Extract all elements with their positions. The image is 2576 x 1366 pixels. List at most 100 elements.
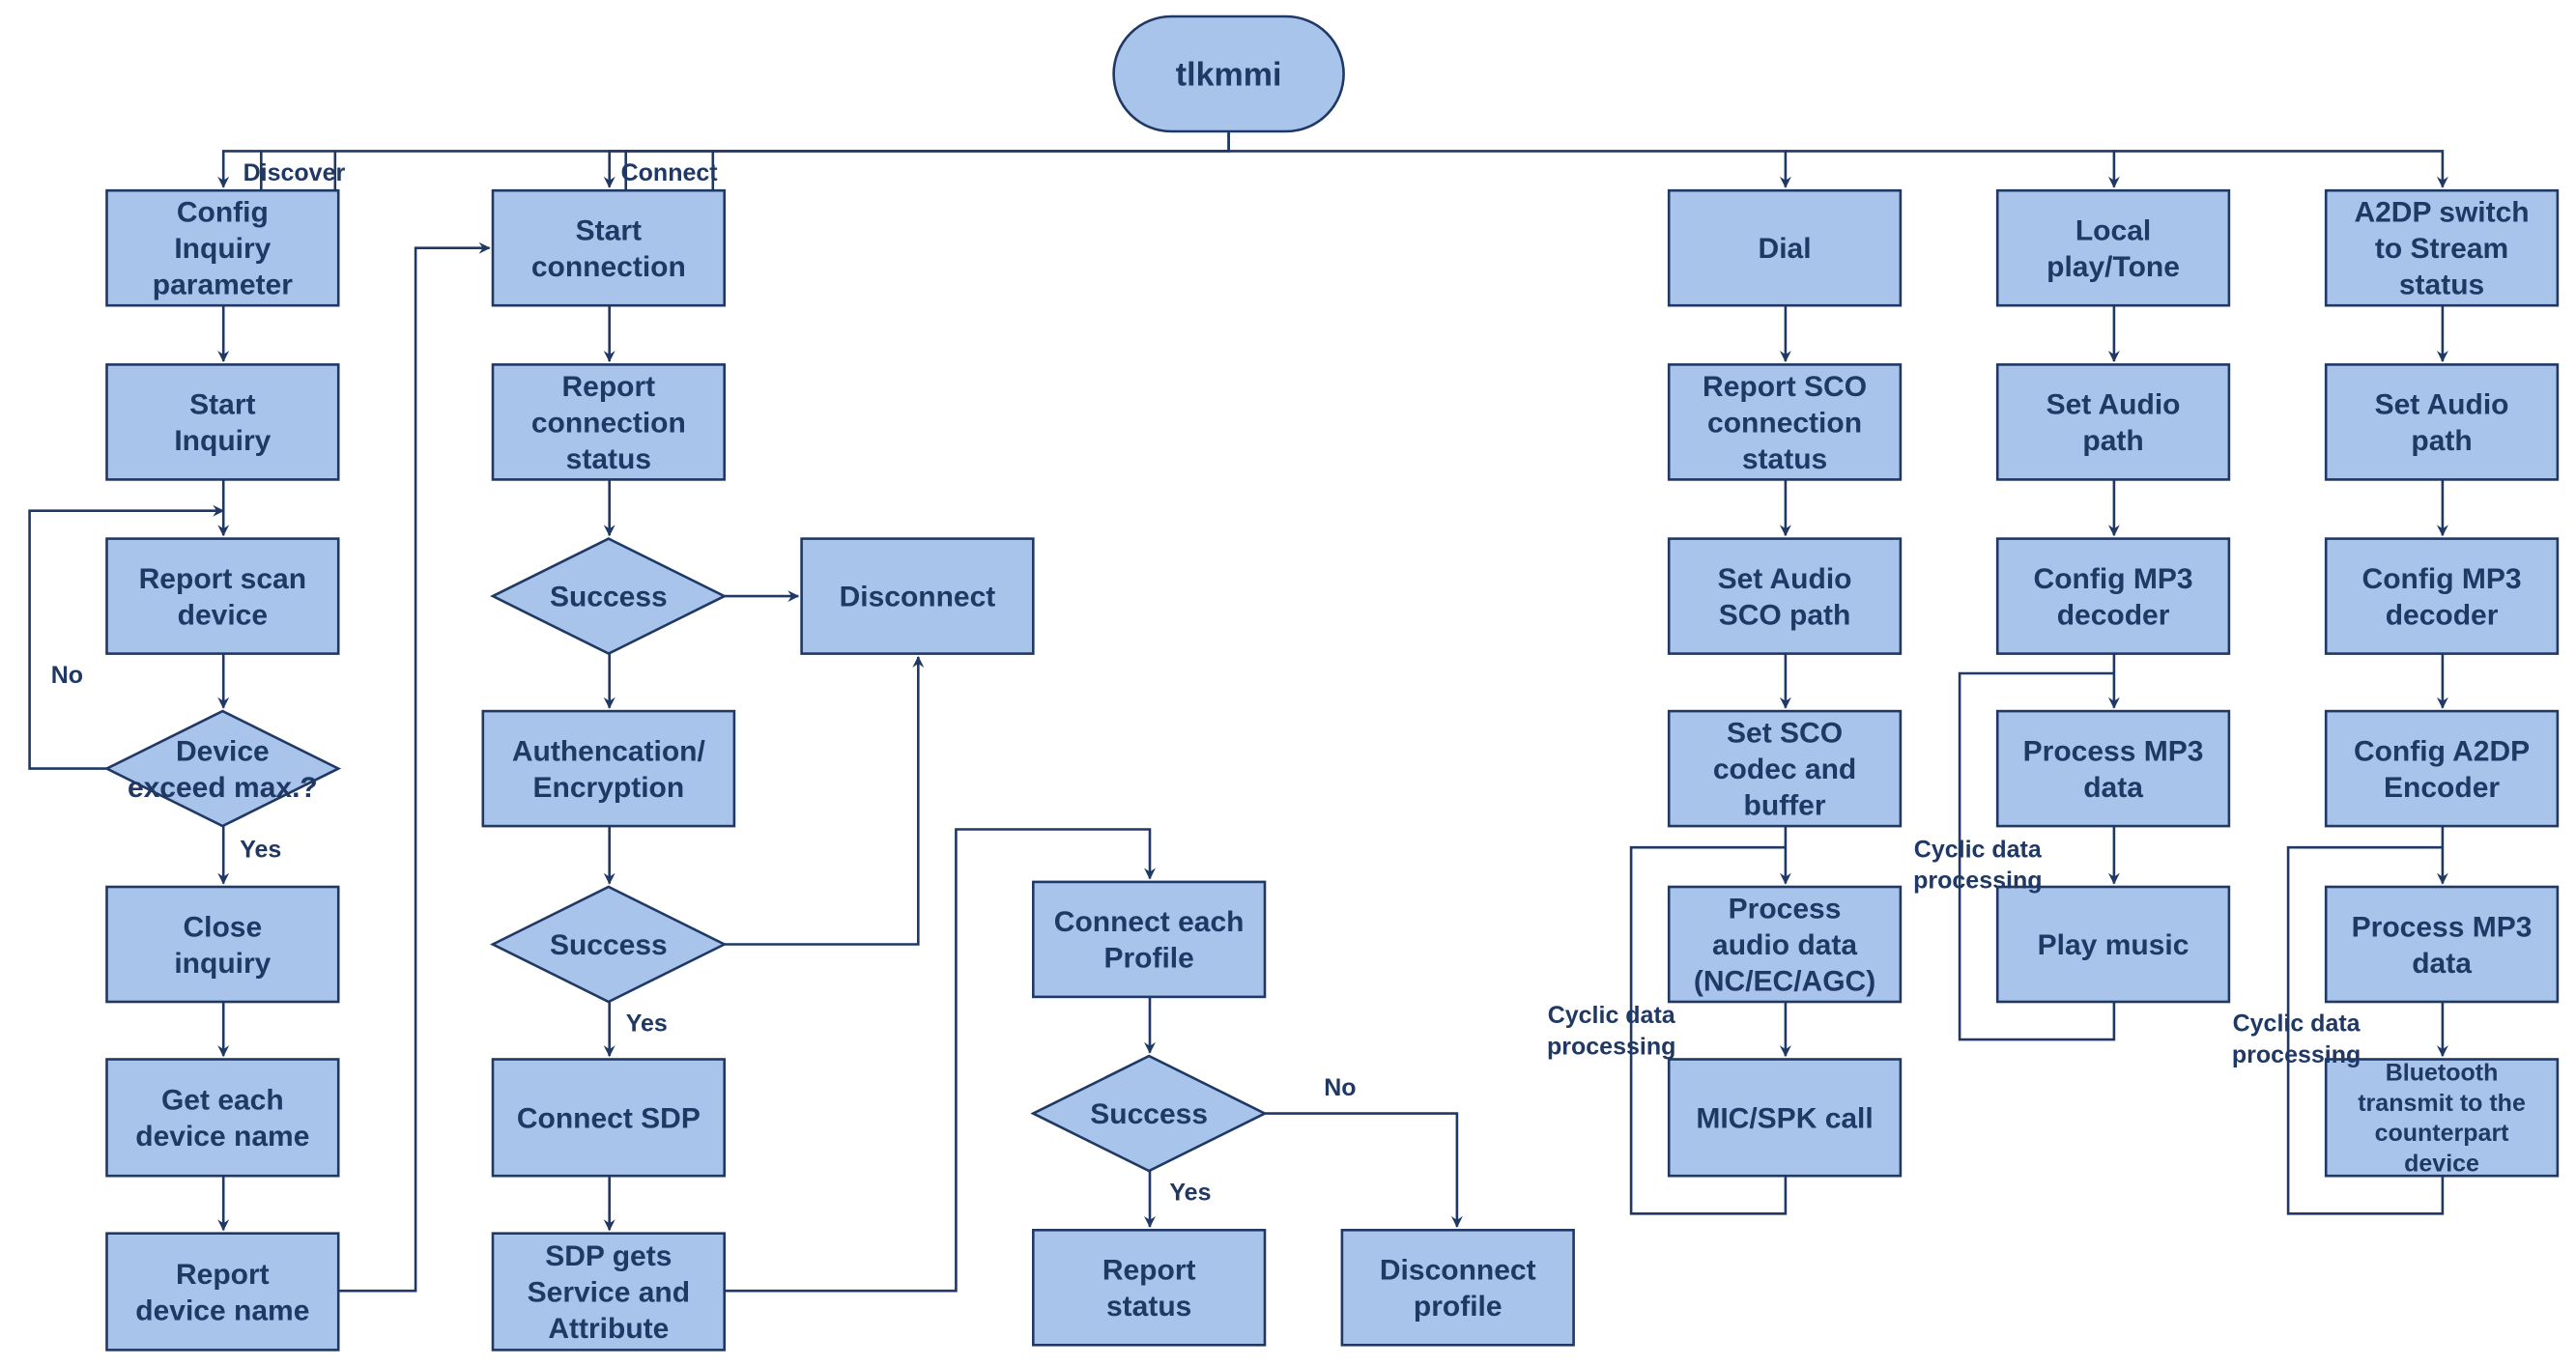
node-shape [105, 1232, 340, 1352]
node-shape [2324, 885, 2560, 1004]
node-root: tlkmmi [1112, 14, 1345, 133]
node-shape [105, 885, 340, 1004]
edge-root-dial [1227, 131, 1791, 188]
edge-label-no1: No [51, 662, 83, 689]
edge-label-connect: Connect [621, 159, 719, 186]
edge-success3-disc [1265, 1112, 1463, 1228]
node-shape [1995, 188, 2231, 307]
node-mic-spk: MIC/SPK call [1667, 1058, 1903, 1178]
node-shape [1340, 1229, 1575, 1347]
node-shape [491, 188, 726, 307]
edge-reportname-startconn [338, 242, 491, 1293]
edge-dial-cycle [1629, 845, 1788, 1215]
edge-root-connect [603, 150, 1229, 188]
node-shape [1667, 885, 1903, 1004]
edge-success2-disconnect [724, 656, 925, 946]
node-label: Success [550, 582, 668, 613]
node-shape [1667, 709, 1903, 828]
node-shape [1112, 14, 1345, 133]
node-shape [490, 537, 728, 656]
node-label: tlkmmi [1176, 56, 1282, 93]
node-label: Success [1090, 1098, 1208, 1130]
node-auth: Authencation/Encryption [481, 709, 736, 828]
node-shape [1667, 363, 1903, 481]
edge-root-localplay [1785, 150, 2120, 188]
node-shape [105, 537, 340, 655]
node-shape [1030, 1054, 1268, 1173]
node-shape [1667, 188, 1903, 307]
edge-label-yes3: Yes [1169, 1180, 1211, 1207]
connectors [28, 131, 2448, 1293]
node-success3: Success [1030, 1054, 1268, 1173]
node-label: Connect SDP [517, 1102, 701, 1134]
node-shape [491, 1058, 726, 1178]
node-shape [1032, 1229, 1267, 1347]
node-label: Success [550, 929, 668, 961]
node-shape [1667, 537, 1903, 655]
node-dial: Dial [1667, 188, 1903, 307]
node-shape [491, 1232, 726, 1352]
node-shape [2324, 1058, 2560, 1178]
node-success1: Success [490, 537, 728, 656]
edge-root-discover [217, 131, 1230, 188]
edge-exceed-no-loop [28, 504, 225, 770]
node-shape [800, 537, 1035, 655]
node-label: MIC/SPK call [1696, 1102, 1873, 1134]
node-label: Dial [1759, 233, 1812, 265]
edge-label-no2: No [1324, 1074, 1356, 1101]
edge-sdpgets-profile [724, 828, 1156, 1293]
node-shape [1995, 363, 2231, 481]
node-shape [105, 188, 340, 307]
node-shape [2324, 363, 2560, 481]
edge-root-a2dp [2113, 150, 2448, 188]
edge-play-cycle [1958, 671, 2116, 1041]
node-shape [105, 363, 340, 481]
node-label: Disconnect [840, 582, 996, 613]
edge-label-yes2: Yes [626, 1010, 668, 1038]
node-shape [490, 885, 728, 1004]
node-shape [1995, 709, 2231, 828]
node-success2: Success [490, 885, 728, 1004]
